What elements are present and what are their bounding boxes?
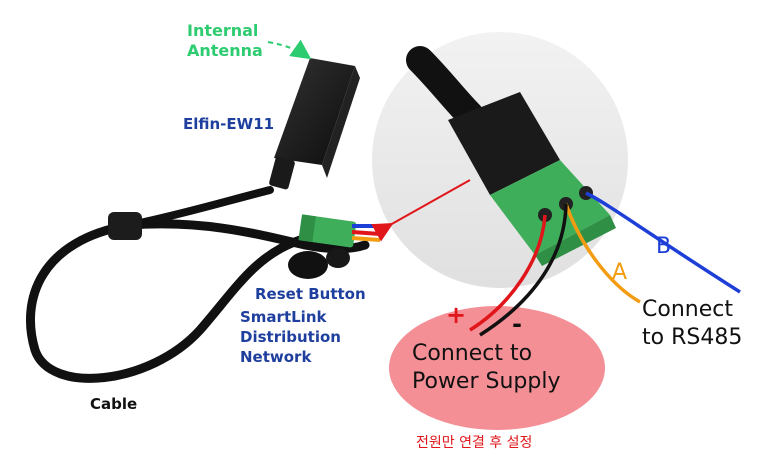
zoom-arrow: [371, 179, 471, 242]
power-line1: Connect to: [412, 341, 533, 366]
device-body: [269, 58, 360, 190]
korean-note: 전원만 연결 후 설정: [416, 435, 533, 451]
power-supply-label: Connect to Power Supply: [412, 340, 560, 396]
cable-label: Cable: [90, 395, 138, 413]
ferrite-bead: [108, 212, 142, 240]
cable-lower: [125, 219, 370, 254]
antenna-arrow: [267, 39, 312, 60]
internal-antenna-line2: Antenna: [187, 41, 263, 60]
rs485-line1: Connect: [642, 297, 733, 322]
smartlink-line2: Distribution: [240, 328, 341, 346]
smartlink-label: SmartLink Distribution Network: [240, 307, 341, 367]
wire-plus: [469, 214, 547, 332]
rs485-line2: to RS485: [642, 325, 743, 350]
internal-antenna-label: Internal Antenna: [187, 21, 263, 61]
zoom-connector-plug: [448, 92, 560, 195]
power-line2: Power Supply: [412, 369, 561, 394]
smartlink-line3: Network: [240, 348, 312, 366]
reset-button-shape: [288, 251, 328, 279]
wire-b-label: B: [656, 234, 672, 259]
wire-b: [585, 191, 741, 294]
wire-minus: [479, 203, 568, 337]
wire-a: [564, 203, 641, 304]
smartlink-line1: SmartLink: [240, 308, 327, 326]
power-ellipse: [389, 306, 605, 430]
zoom-cable: [406, 46, 484, 129]
model-label: Elfin-EW11: [183, 115, 275, 133]
cable-loop: [25, 220, 305, 383]
cable-to-device: [126, 186, 274, 229]
minus-sign: -: [512, 310, 522, 338]
wire-a-label: A: [612, 260, 628, 285]
internal-antenna-line1: Internal: [187, 21, 259, 40]
rs485-label: Connect to RS485: [642, 296, 742, 352]
reset-button-label: Reset Button: [255, 285, 366, 303]
zoom-terminal-block: [490, 160, 610, 255]
plus-sign: +: [446, 301, 467, 329]
